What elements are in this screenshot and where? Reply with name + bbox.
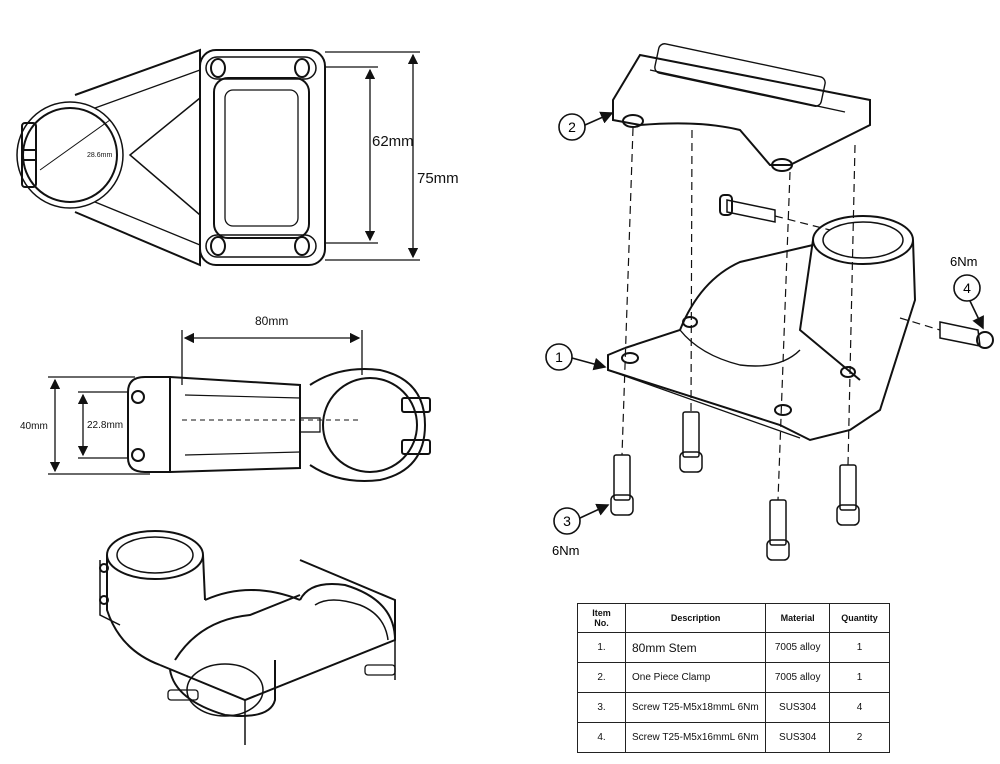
- callout-2-circle: [558, 113, 586, 141]
- callout-2-label: 2: [568, 119, 576, 135]
- cell-description: 80mm Stem: [624, 632, 767, 663]
- table-row: 4. Screw T25-M5x16mmL 6Nm SUS304 2: [577, 722, 890, 753]
- header-material: Material: [765, 603, 831, 633]
- callout-4-circle: [953, 274, 981, 302]
- cell-material: 7005 alloy: [765, 662, 831, 693]
- top-view-dimensions: [39, 51, 420, 261]
- parts-table-header-row: Item No. Description Material Quantity: [577, 603, 890, 633]
- parts-table: Item No. Description Material Quantity 1…: [577, 603, 890, 753]
- cell-item: 4.: [577, 722, 626, 753]
- dim-40mm: 40mm: [20, 421, 48, 432]
- cell-quantity: 2: [829, 722, 890, 753]
- cell-material: SUS304: [765, 692, 831, 723]
- callout-3-circle: [553, 507, 581, 535]
- callout-4-label: 4: [963, 280, 971, 296]
- side-view-dimensions: [48, 330, 363, 475]
- exploded-view-drawing: [607, 43, 994, 561]
- cell-quantity: 1: [829, 662, 890, 693]
- cell-quantity: 1: [829, 632, 890, 663]
- cell-description: Screw T25-M5x16mmL 6Nm: [624, 722, 767, 753]
- dim-bore-28-6mm: 28.6mm: [87, 152, 112, 159]
- header-quantity: Quantity: [829, 603, 890, 633]
- table-row: 2. One Piece Clamp 7005 alloy 1: [577, 662, 890, 693]
- table-row: 1. 80mm Stem 7005 alloy 1: [577, 632, 890, 663]
- dim-22-8mm: 22.8mm: [87, 420, 123, 431]
- cell-description: Screw T25-M5x18mmL 6Nm: [624, 692, 767, 723]
- exploded-view-callouts: [545, 111, 984, 535]
- cell-material: 7005 alloy: [765, 632, 831, 663]
- cell-item: 2.: [577, 662, 626, 693]
- callout-1-circle: [545, 343, 573, 371]
- dim-75mm: 75mm: [417, 170, 459, 187]
- torque-label-4: 6Nm: [950, 254, 977, 269]
- isometric-view-drawing: [99, 530, 396, 745]
- side-view-drawing: [127, 368, 431, 482]
- cell-quantity: 4: [829, 692, 890, 723]
- cell-description: One Piece Clamp: [624, 662, 767, 693]
- header-item-no: Item No.: [577, 603, 626, 633]
- top-view-drawing: [16, 48, 326, 267]
- cell-item: 3.: [577, 692, 626, 723]
- table-row: 3. Screw T25-M5x18mmL 6Nm SUS304 4: [577, 692, 890, 723]
- callout-1-label: 1: [555, 349, 563, 365]
- dim-80mm: 80mm: [255, 314, 288, 328]
- torque-label-3: 6Nm: [552, 543, 579, 558]
- cell-item: 1.: [577, 632, 626, 663]
- header-description: Description: [624, 603, 767, 633]
- cell-material: SUS304: [765, 722, 831, 753]
- dim-62mm: 62mm: [372, 133, 414, 150]
- callout-3-label: 3: [563, 513, 571, 529]
